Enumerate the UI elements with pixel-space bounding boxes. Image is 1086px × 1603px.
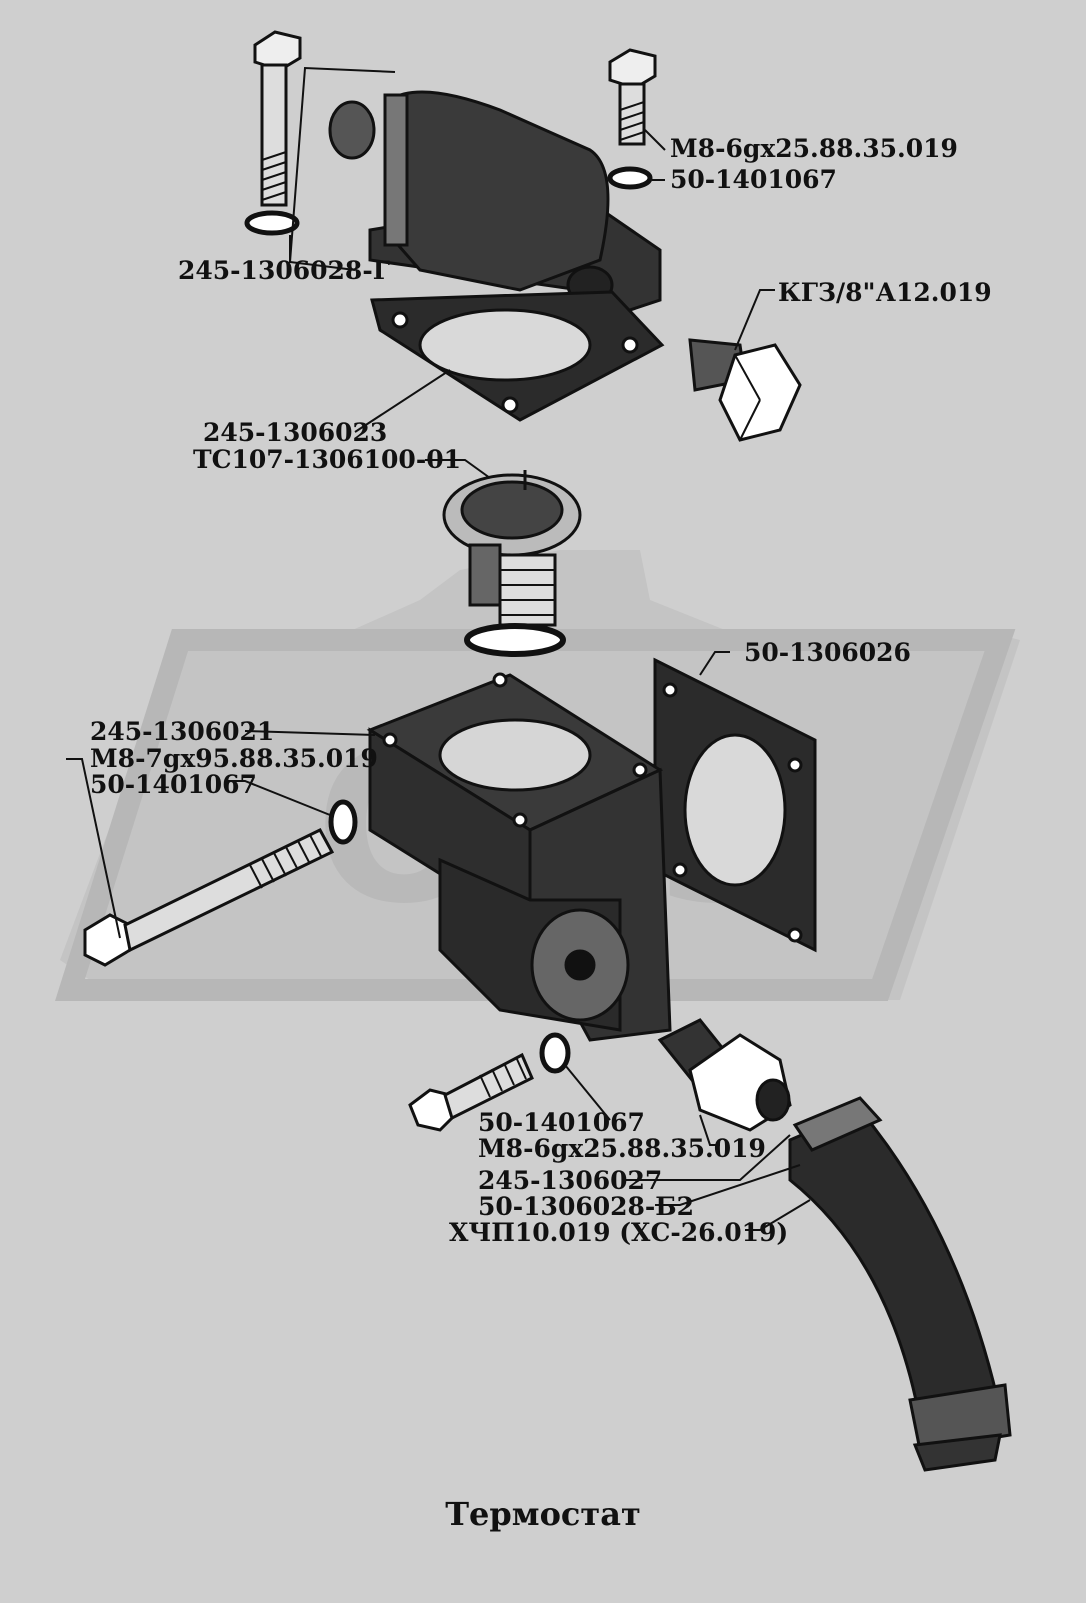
label-clamp: ХЧП10.019 (ХС-26.019) xyxy=(449,1218,789,1247)
leader-lines xyxy=(66,66,811,1231)
bolt-bottom xyxy=(408,1052,534,1132)
coolant-hose xyxy=(788,1096,1012,1472)
drain-plug xyxy=(688,338,802,442)
label-gasket-side: 50-1306026 xyxy=(744,638,911,667)
gasket-side xyxy=(653,657,817,953)
washer-top-right xyxy=(607,166,653,190)
bolt-top-left xyxy=(253,30,302,207)
label-washer-bottom: 50-1401067 xyxy=(478,1108,645,1137)
thermostat-housing xyxy=(366,672,672,1042)
label-washer-top-right: 50-1401067 xyxy=(670,165,837,194)
label-bolt-bottom: M8-6gx25.88.35.019 xyxy=(478,1134,766,1163)
long-bolt xyxy=(83,828,335,967)
washer-bottom xyxy=(539,1032,571,1074)
label-thermostat: ТС107-1306100-01 xyxy=(193,445,461,474)
thermostat-valve xyxy=(442,470,582,657)
thermostat-cover xyxy=(328,90,662,322)
label-long-bolt: M8-7gx95.88.35.019 xyxy=(90,744,378,773)
label-housing: 245-1306021 xyxy=(90,717,275,746)
bolt-top-right xyxy=(608,48,657,146)
gasket-top xyxy=(370,290,665,422)
label-union: 245-1306027 xyxy=(478,1166,663,1195)
union-fitting xyxy=(657,1018,792,1132)
washer-top-left xyxy=(244,210,300,236)
label-gasket-top: 245-1306023 xyxy=(203,418,388,447)
label-washer-left: 50-1401067 xyxy=(90,770,257,799)
label-plug: КГЗ/8"А12.019 xyxy=(778,278,992,307)
label-bolt-top-left: 245-1306028-Г xyxy=(178,256,390,285)
label-bolt-top-right: M8-6gx25.88.35.019 xyxy=(670,134,958,163)
label-hose: 50-1306028-Б2 xyxy=(478,1192,695,1221)
washer-left xyxy=(328,799,358,845)
diagram-caption: Термостат xyxy=(445,1495,641,1533)
